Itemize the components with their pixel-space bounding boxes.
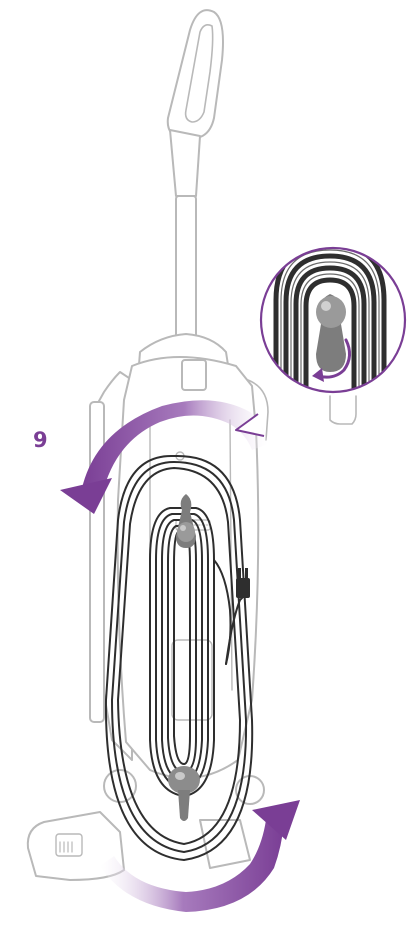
zoom-callout <box>236 244 405 436</box>
vacuum-outline <box>28 10 356 880</box>
step-number: 9 <box>33 430 48 451</box>
